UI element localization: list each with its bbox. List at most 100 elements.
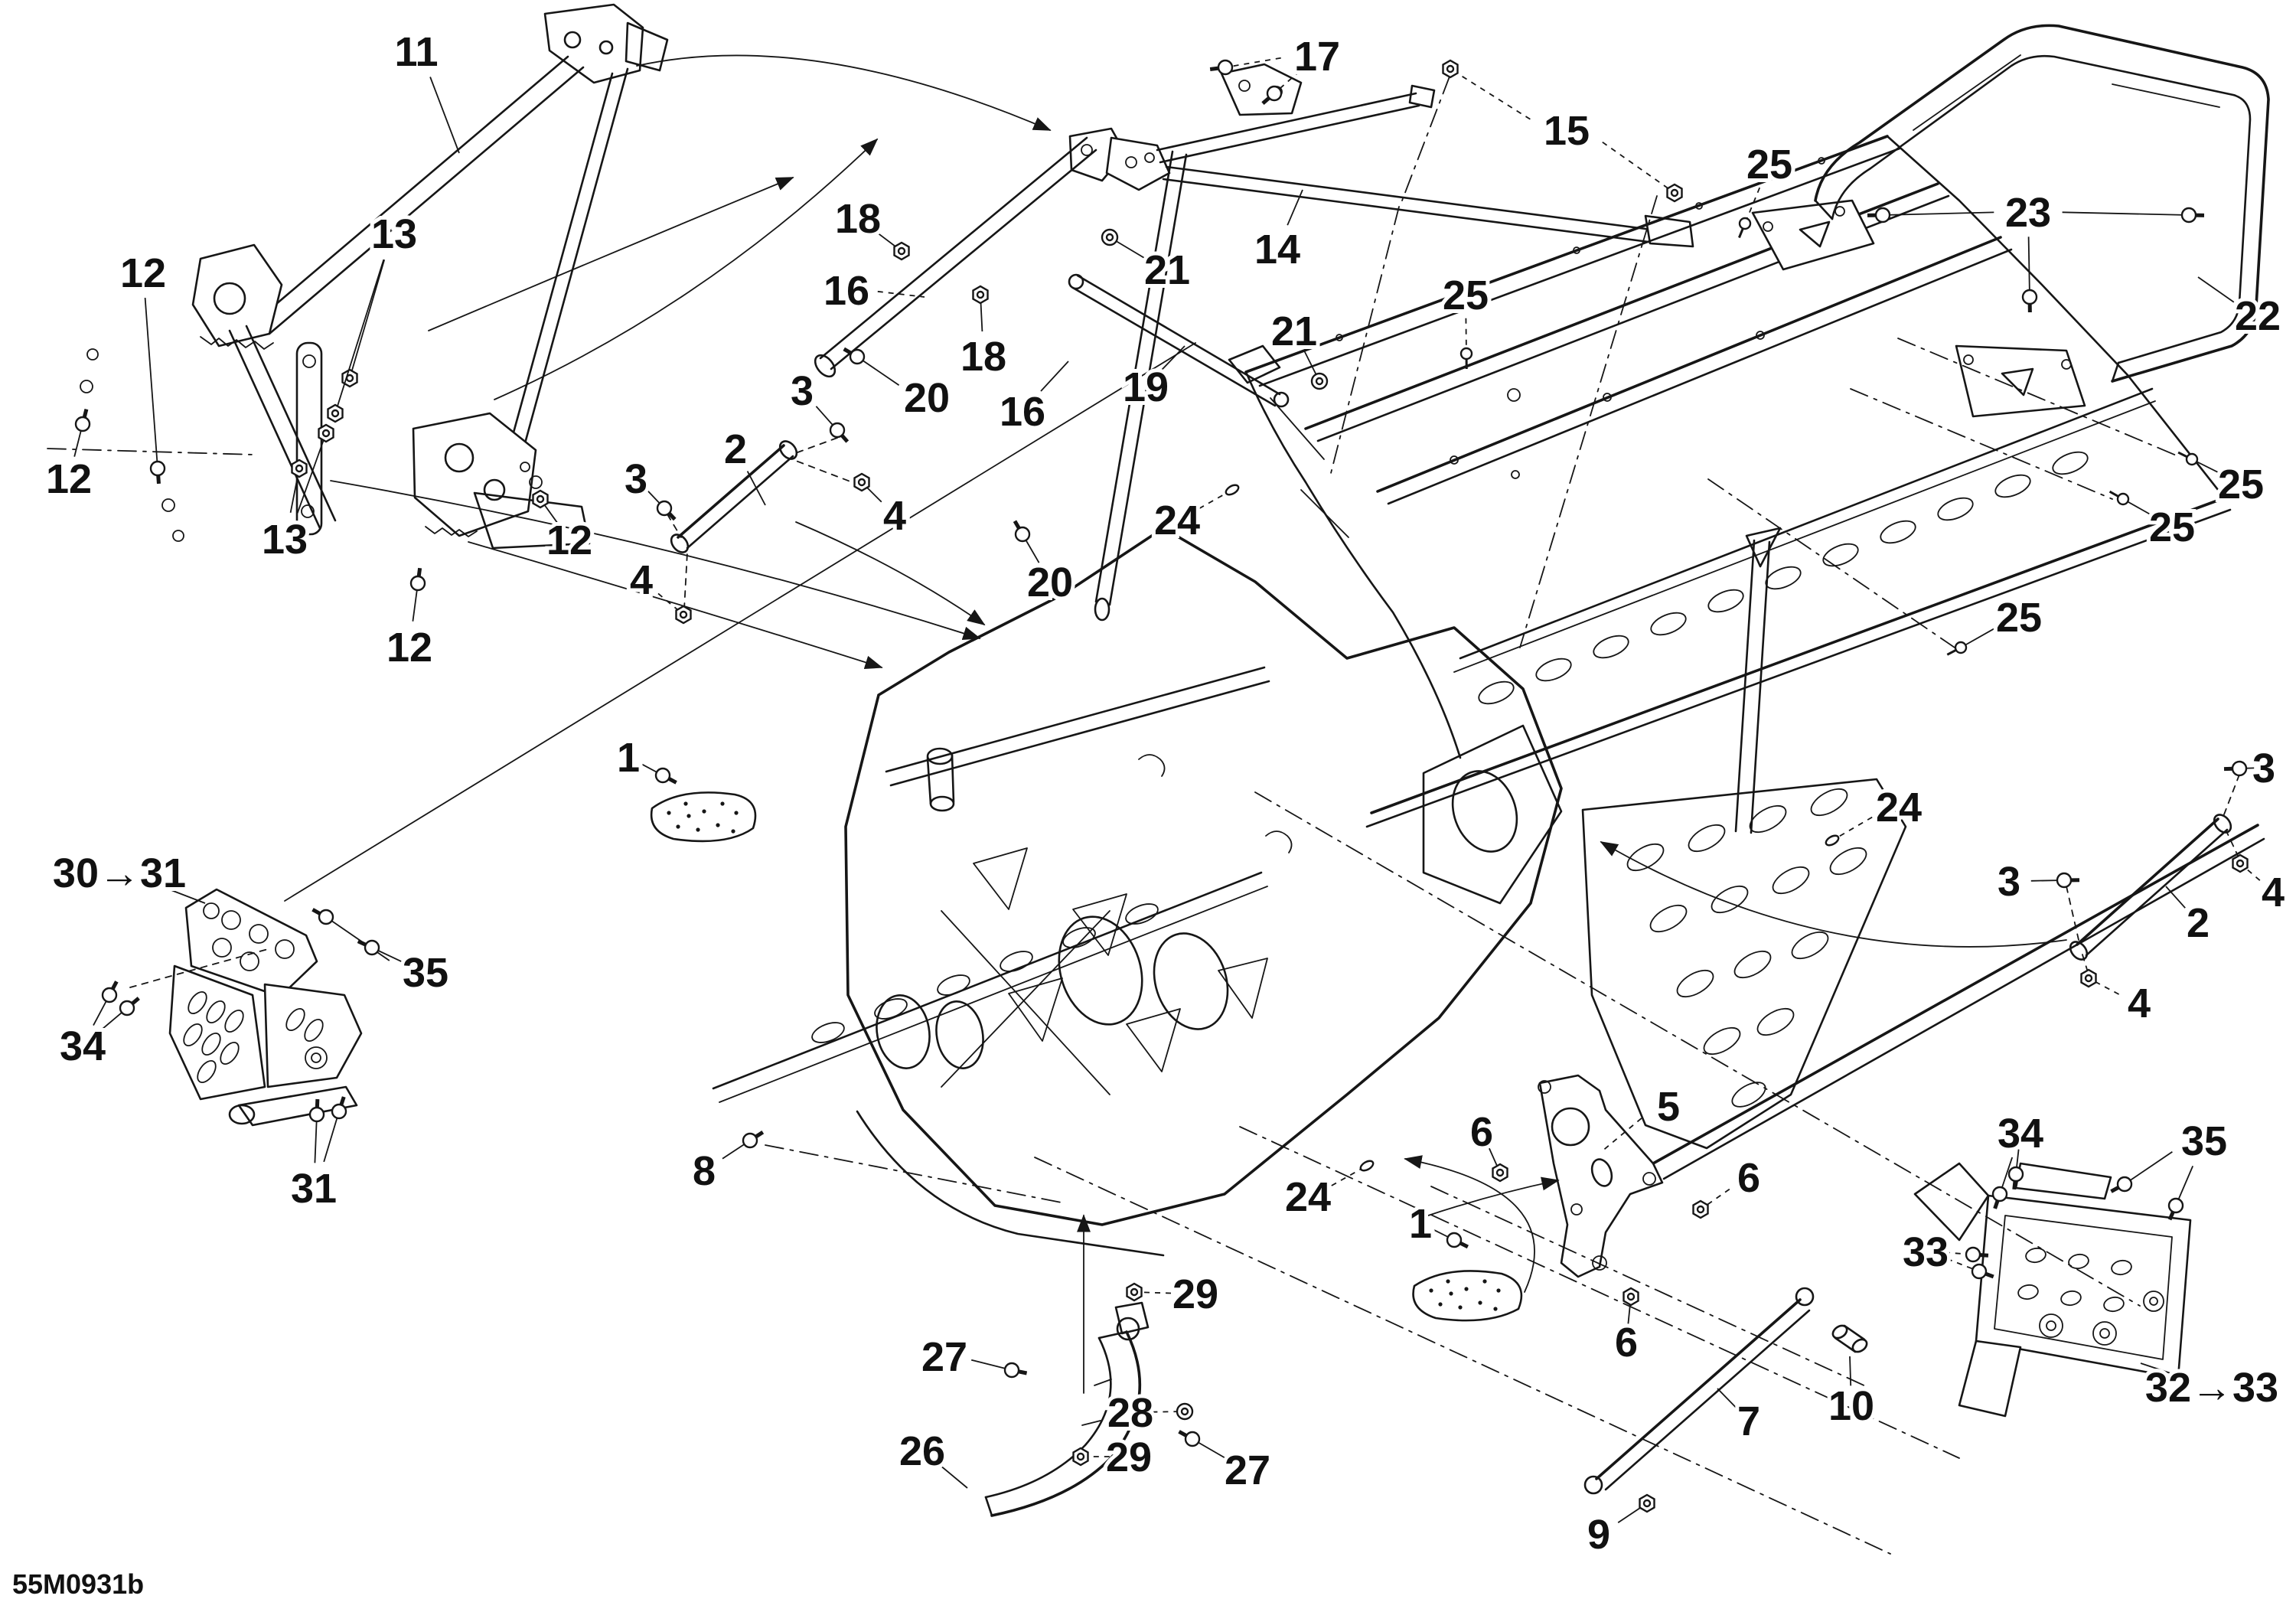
fastener-bolt-icon	[409, 575, 426, 592]
fastener-bolt-icon	[2180, 207, 2197, 224]
callout-28: 28	[1104, 1386, 1194, 1440]
fastener-bolt-icon	[1184, 1431, 1201, 1447]
callout-label: 25	[2218, 462, 2264, 507]
callout-16: 16	[820, 264, 925, 318]
callout-label: 27	[921, 1334, 967, 1380]
callout-25: 25	[1738, 138, 1796, 239]
fastener-oval-icon	[1825, 834, 1840, 847]
callout-label: 8	[693, 1148, 716, 1194]
callout-leader	[940, 1464, 968, 1489]
callout-leader	[314, 1114, 318, 1163]
fastener-nut-icon	[331, 409, 340, 418]
callout-leader	[153, 883, 206, 904]
callout-leader	[1960, 627, 1997, 648]
callout-leader	[2165, 886, 2186, 909]
callout-label: 12	[46, 456, 92, 502]
fastener-bolt-icon	[2231, 760, 2248, 777]
grip-pad-right	[1412, 1270, 1523, 1322]
callout-label: 9	[1587, 1512, 1610, 1558]
fastener-bolt-icon	[364, 939, 380, 956]
fastener-nut-icon	[976, 290, 985, 299]
callout-label: 7	[1737, 1398, 1760, 1444]
callout-label: 27	[1225, 1447, 1270, 1493]
callout-leader	[1225, 57, 1281, 68]
callout-2: 2	[2165, 886, 2213, 950]
callout-label: 16	[1000, 389, 1045, 435]
front-bumper-bar	[667, 437, 861, 610]
callout-label: 35	[403, 950, 448, 996]
callout-29: 29	[1126, 1268, 1222, 1321]
callout-label: 4	[883, 493, 906, 539]
callout-label: 6	[1615, 1320, 1638, 1366]
fastener-bolt-icon	[849, 348, 866, 365]
callout-leader	[1450, 68, 1531, 120]
fastener-washer-icon	[1315, 377, 1324, 386]
callout-23: 23	[1867, 186, 2205, 313]
spacer-10	[1831, 1324, 1868, 1353]
pivot-bracket-5	[1538, 1074, 1664, 1278]
callout-25: 25	[2177, 451, 2268, 511]
callout-14: 14	[1251, 189, 1304, 276]
callout-leader	[1040, 361, 1069, 392]
fastener-bolt-icon	[654, 767, 671, 784]
callout-label: 20	[904, 375, 950, 421]
steering-tower	[47, 3, 669, 550]
callout-3: 3	[621, 452, 677, 521]
fastener-oval-icon	[1359, 1160, 1375, 1172]
callout-label: 20	[1027, 560, 1073, 605]
callout-21: 21	[1101, 228, 1194, 297]
callout-13: 13	[327, 207, 421, 423]
callout-30→31: 30→31	[49, 847, 206, 904]
callout-4: 4	[853, 472, 910, 543]
callout-9: 9	[1583, 1493, 1655, 1561]
callout-label: 12	[386, 625, 432, 671]
rear-bumper-bar	[2066, 774, 2240, 973]
fastener-washer-icon	[1180, 1407, 1189, 1416]
fastener-oval-icon	[1225, 484, 1240, 496]
fastener-pin-icon	[2116, 492, 2130, 506]
fastener-pin-icon	[2185, 452, 2199, 466]
fastener-nut-icon	[536, 494, 545, 504]
callout-label: 3	[1998, 859, 2020, 905]
callout-leader	[144, 298, 158, 469]
callout-24: 24	[1150, 484, 1240, 547]
fastener-washer-icon	[1105, 233, 1114, 242]
fastener-bolt-icon	[656, 500, 673, 517]
callout-label: 35	[2181, 1118, 2227, 1164]
callout-leader	[877, 290, 925, 298]
callout-label: 10	[1828, 1383, 1874, 1429]
callout-34: 34	[56, 981, 140, 1073]
callout-label: 25	[2149, 504, 2195, 550]
callout-leader	[429, 77, 460, 154]
callout-24: 24	[1281, 1160, 1375, 1224]
callout-label: 21	[1271, 308, 1317, 354]
callout-leader	[349, 259, 386, 379]
fastener-nut-icon	[1446, 64, 1455, 73]
link-rods	[814, 84, 1694, 622]
callout-1: 1	[1405, 1197, 1469, 1251]
callout-label: 3	[2252, 746, 2275, 791]
callout-21: 21	[1267, 305, 1329, 390]
fastener-bolt-icon	[2056, 872, 2073, 889]
fastener-bolt-icon	[74, 416, 91, 432]
callout-16: 16	[996, 361, 1069, 439]
wedge-vents	[1626, 788, 1867, 1108]
callout-label: 29	[1106, 1434, 1152, 1480]
callout-leader	[1600, 1118, 1642, 1153]
callout-label: 28	[1107, 1390, 1153, 1436]
callout-18: 18	[831, 192, 910, 261]
fastener-bolt-icon	[1446, 1232, 1463, 1248]
callout-label: 1	[617, 735, 640, 781]
callout-22: 22	[2197, 276, 2285, 343]
callout-25: 25	[1439, 269, 1492, 370]
callout-20: 20	[1013, 520, 1077, 609]
fastener-bolt-icon	[2116, 1176, 2133, 1193]
fastener-nut-icon	[295, 464, 304, 473]
callout-leader	[2197, 276, 2235, 303]
steering-bracket	[1068, 63, 1303, 191]
fastener-nut-icon	[1626, 1292, 1636, 1301]
callout-26: 26	[895, 1424, 968, 1489]
fastener-nut-icon	[2084, 974, 2093, 983]
